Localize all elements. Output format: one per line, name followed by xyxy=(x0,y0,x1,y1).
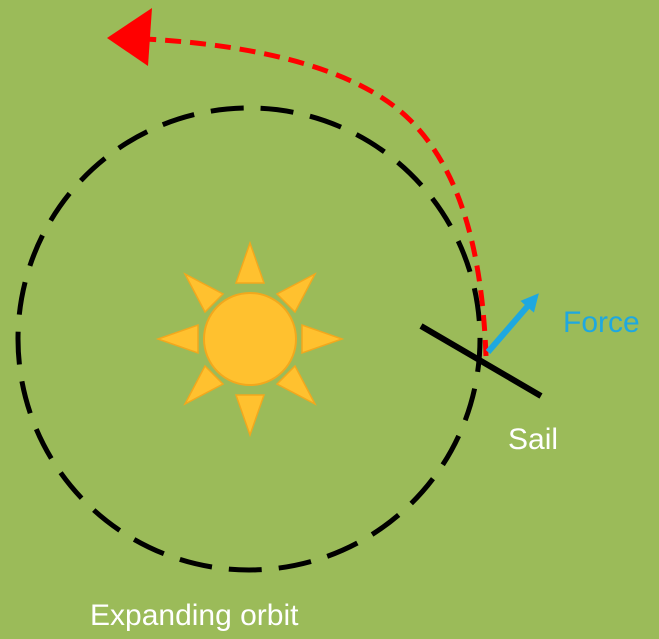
sail-label: Sail xyxy=(508,423,559,456)
force-label: Force xyxy=(563,306,640,339)
sun-icon xyxy=(155,240,345,438)
force-arrow xyxy=(485,293,539,354)
spiral-trajectory xyxy=(144,36,489,357)
orbit-circle xyxy=(15,105,483,573)
expanding-orbit-label: Expanding orbit xyxy=(90,599,299,632)
trajectory-arrowhead xyxy=(107,8,152,66)
sail-line xyxy=(419,323,543,399)
